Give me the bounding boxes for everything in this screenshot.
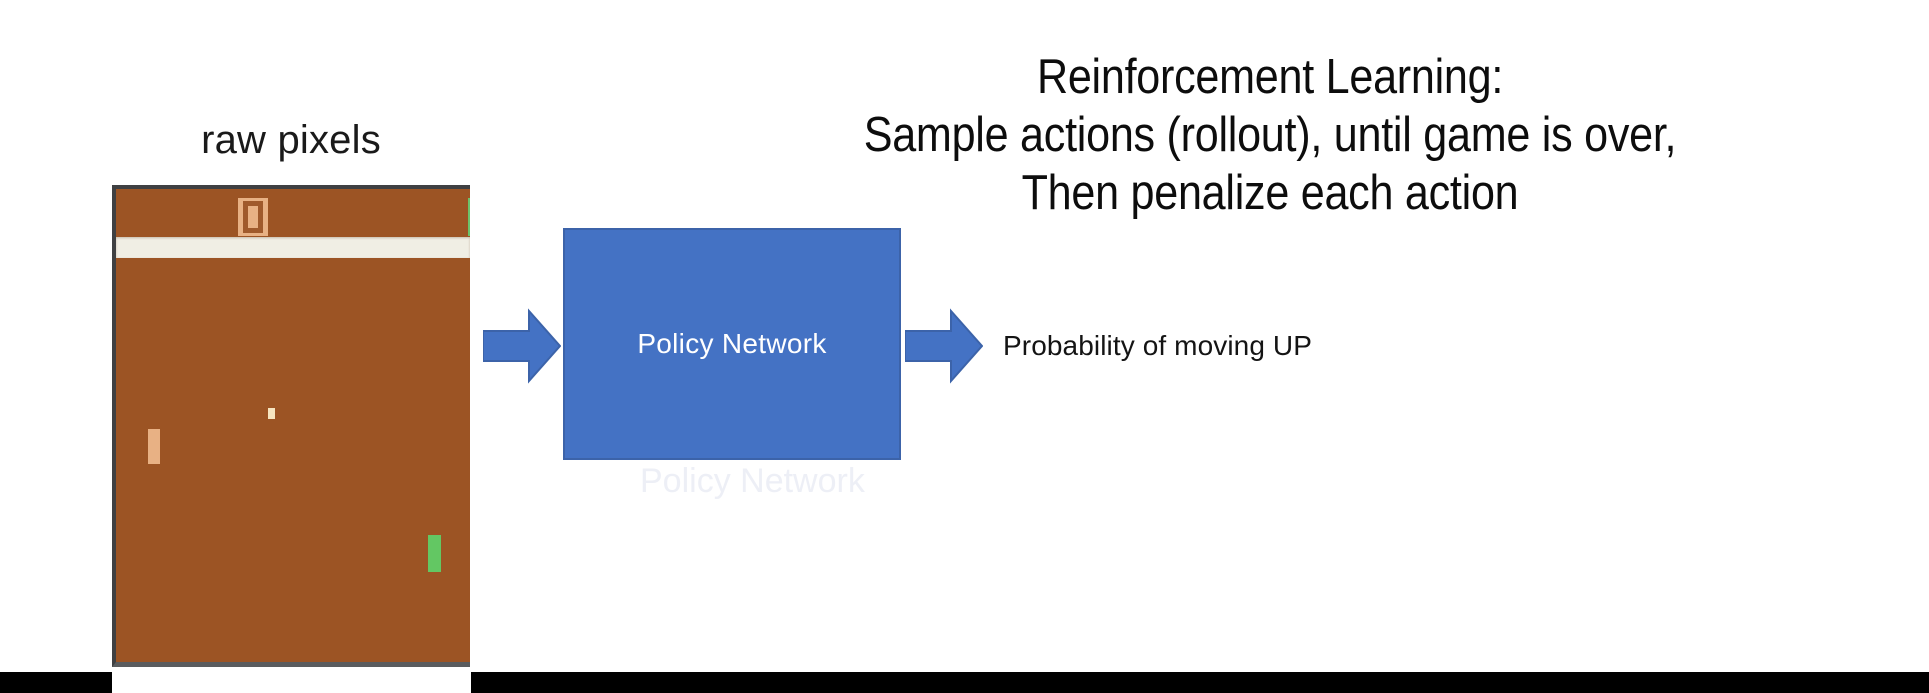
output-arrow-icon [905, 308, 983, 384]
bottom-bar-white-gap [112, 672, 471, 693]
pong-score-left [238, 198, 268, 236]
title-line-2: Sample actions (rollout), until game is … [863, 108, 1677, 162]
output-probability-label: Probability of moving UP [1003, 330, 1312, 361]
raw-pixels-caption: raw pixels [201, 118, 381, 162]
pong-ball [268, 408, 275, 419]
title-line-1: Reinforcement Learning: [1036, 50, 1504, 104]
pong-paddle-left [148, 429, 160, 464]
bottom-black-bar [0, 672, 1929, 693]
input-arrow-icon [483, 308, 561, 384]
title-line-3: Then penalize each action [1021, 166, 1519, 220]
pong-score-left-digit [243, 201, 263, 233]
pong-score-right [468, 198, 470, 236]
pong-scoreboard-band [116, 189, 470, 237]
pong-game-screen [112, 185, 470, 667]
policy-network-box[interactable]: Policy Network [563, 228, 901, 460]
ghost-text-artifact: Policy Network [640, 462, 865, 500]
slide-title: Reinforcement Learning: Sample actions (… [600, 48, 1929, 222]
pong-paddle-right [428, 535, 441, 572]
pong-playfield [116, 258, 470, 662]
pong-divider-line [116, 237, 470, 258]
policy-network-label: Policy Network [637, 328, 827, 359]
